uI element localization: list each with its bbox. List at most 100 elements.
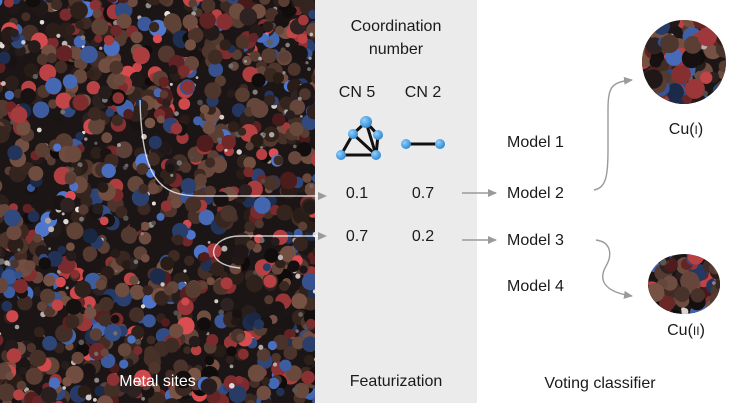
atom	[62, 386, 66, 390]
atom	[168, 188, 181, 200]
atom	[659, 295, 675, 312]
atom	[137, 380, 142, 385]
atom	[86, 81, 101, 95]
atom	[197, 317, 211, 331]
atom	[245, 142, 254, 151]
atom	[295, 329, 299, 333]
atom	[687, 254, 701, 263]
atom	[665, 311, 676, 314]
atom	[26, 343, 36, 353]
atom	[684, 78, 705, 99]
atom	[262, 132, 266, 136]
atom	[130, 31, 143, 44]
atom	[158, 76, 170, 88]
atom	[9, 5, 19, 15]
feature-row2-cn2: 0.2	[411, 228, 435, 245]
atom	[40, 386, 58, 403]
atom	[264, 94, 276, 106]
atom	[229, 364, 234, 369]
atom	[156, 115, 165, 124]
atom	[0, 43, 5, 49]
atom	[77, 162, 83, 168]
atom	[96, 395, 114, 403]
atom	[654, 263, 673, 282]
atom	[32, 73, 39, 80]
atom	[686, 255, 697, 265]
atom	[648, 302, 659, 314]
atom	[712, 266, 720, 284]
atom	[645, 20, 659, 32]
atom	[132, 46, 150, 65]
atom	[648, 285, 656, 297]
atom	[681, 48, 702, 69]
atom	[224, 148, 228, 152]
atom	[38, 257, 51, 270]
atom	[693, 284, 714, 305]
atom	[226, 346, 237, 357]
atom	[109, 60, 124, 75]
atom	[273, 155, 284, 166]
atom	[207, 241, 211, 244]
atom	[24, 260, 36, 272]
atom	[293, 382, 310, 399]
atom	[62, 376, 72, 387]
atom	[225, 355, 234, 365]
atom	[48, 377, 61, 389]
atom	[714, 277, 720, 291]
atom	[64, 145, 82, 163]
atom	[123, 215, 129, 221]
atom	[297, 33, 308, 44]
atom	[643, 82, 663, 103]
atom	[660, 34, 679, 54]
atom	[84, 306, 97, 319]
atom	[650, 28, 669, 48]
atom	[129, 71, 145, 88]
atom	[700, 71, 713, 84]
atom	[236, 149, 242, 155]
atom	[277, 254, 284, 261]
atom	[261, 376, 270, 386]
atom	[253, 196, 271, 214]
atom	[20, 88, 36, 104]
atom	[267, 340, 277, 351]
atom	[163, 398, 180, 403]
atom	[218, 309, 224, 316]
atom	[142, 285, 153, 296]
atom	[98, 313, 112, 327]
atom	[88, 221, 97, 230]
atom	[66, 222, 84, 240]
atom	[183, 269, 187, 273]
atom	[680, 258, 693, 271]
atom	[663, 258, 678, 272]
atom	[227, 121, 239, 133]
atom	[666, 303, 671, 308]
atom	[307, 67, 311, 71]
atom	[262, 21, 274, 33]
atom	[99, 46, 103, 50]
atom	[643, 83, 649, 89]
atom	[88, 117, 105, 135]
atom	[244, 221, 256, 233]
atom	[202, 121, 216, 135]
atom	[642, 94, 649, 104]
atom	[721, 282, 725, 286]
atom	[94, 34, 103, 43]
atom	[4, 260, 10, 266]
atom	[148, 21, 160, 33]
atom	[190, 344, 202, 356]
atom	[75, 131, 85, 141]
atom	[33, 234, 42, 243]
atom	[695, 267, 709, 281]
atom	[193, 116, 203, 126]
atom	[287, 62, 301, 76]
model-3-label: Model 3	[507, 232, 564, 249]
atom	[690, 288, 705, 303]
atom	[246, 399, 256, 403]
atom	[135, 98, 144, 107]
atom	[155, 177, 164, 186]
atom	[43, 305, 56, 318]
atom	[642, 83, 652, 96]
feature-row2-cn5: 0.7	[345, 228, 369, 245]
atom	[40, 288, 55, 304]
atom	[142, 314, 156, 328]
